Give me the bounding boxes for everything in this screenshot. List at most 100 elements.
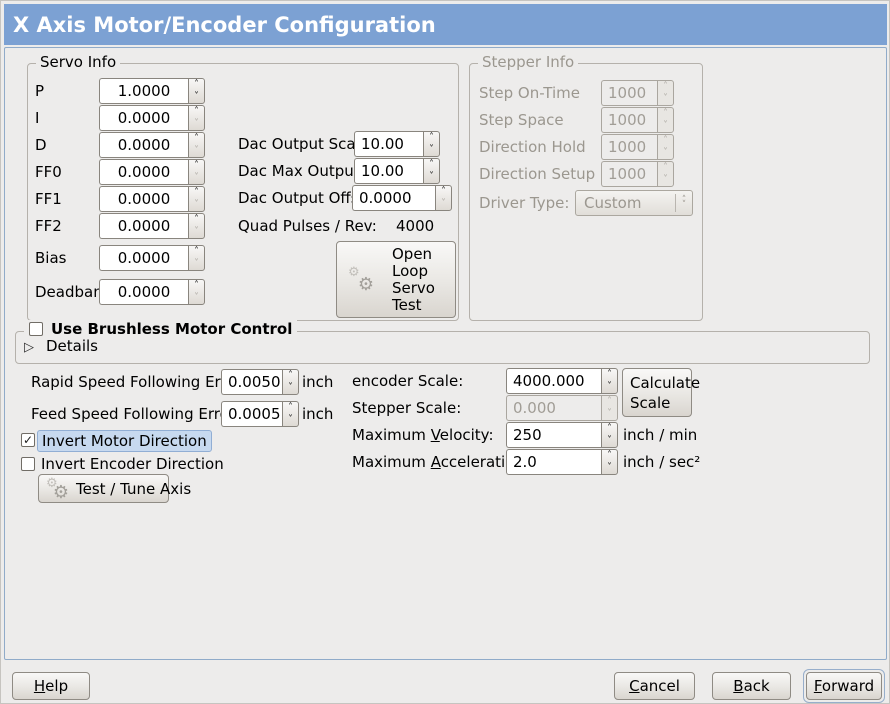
direction-setup-input: 1000 xyxy=(601,161,657,187)
encoder-scale-input[interactable]: 4000.000 xyxy=(506,368,601,394)
help-button-label: Help xyxy=(33,677,69,695)
chevron-down-icon: ˅ xyxy=(663,174,668,185)
maximum-velocity-unit: inch / min xyxy=(623,426,698,444)
chevron-up-icon: ˄ xyxy=(429,159,434,170)
chevron-up-icon: ˄ xyxy=(607,369,612,380)
chevron-up-icon: ˄ xyxy=(194,79,199,90)
deadband-input[interactable]: 0.0000 xyxy=(99,279,188,305)
direction-hold-label: Direction Hold xyxy=(479,138,586,156)
help-button[interactable]: Help xyxy=(12,672,90,700)
forward-button-label: Forward xyxy=(813,677,875,695)
dac-output-offset-input[interactable]: 0.0000 xyxy=(352,185,435,211)
stepper-scale-input: 0.000 xyxy=(506,395,601,421)
dac-max-output-spin-up[interactable]: ˄ xyxy=(424,159,439,171)
dac-output-scale-spinbox: 10.00˄˅ xyxy=(354,131,440,157)
d-spin-up[interactable]: ˄ xyxy=(189,133,204,145)
p-spin-up[interactable]: ˄ xyxy=(189,79,204,91)
step-on-time-spinbox: 1000˄˅ xyxy=(601,80,674,106)
ff1-input[interactable]: 0.0000 xyxy=(99,186,188,212)
maximum-acceleration-spin-up[interactable]: ˄ xyxy=(602,450,617,462)
feed-following-error-spin-down[interactable]: ˅ xyxy=(283,414,298,426)
maximum-acceleration-input[interactable]: 2.0 xyxy=(506,449,601,475)
feed-following-error-spin-buttons: ˄˅ xyxy=(282,401,299,427)
rapid-following-error-spin-buttons: ˄˅ xyxy=(282,369,299,395)
direction-hold-input: 1000 xyxy=(601,134,657,160)
feed-following-error-spin-up[interactable]: ˄ xyxy=(283,402,298,414)
chevron-up-icon: ˄ xyxy=(194,246,199,257)
step-on-time-input: 1000 xyxy=(601,80,657,106)
direction-hold-spinbox: 1000˄˅ xyxy=(601,134,674,160)
step-on-time-label: Step On-Time xyxy=(479,84,580,102)
use-brushless-checkbox[interactable] xyxy=(29,322,43,336)
invert-encoder-label[interactable]: Invert Encoder Direction xyxy=(41,455,224,473)
d-input[interactable]: 0.0000 xyxy=(99,132,188,158)
dac-output-scale-spin-up[interactable]: ˄ xyxy=(424,132,439,144)
ff2-spin-up[interactable]: ˄ xyxy=(189,214,204,226)
back-button-label: Back xyxy=(733,677,770,695)
invert-encoder-checkbox[interactable] xyxy=(21,457,35,471)
dac-output-offset-spin-up[interactable]: ˄ xyxy=(436,186,451,198)
test-tune-axis-button[interactable]: ⚙ ⚙ Test / Tune Axis xyxy=(38,474,191,503)
ff1-spinbox: 0.0000˄˅ xyxy=(99,186,205,212)
direction-setup-spinbox: 1000˄˅ xyxy=(601,161,674,187)
dac-output-offset-spin-down: ˅ xyxy=(436,198,451,210)
ff1-spin-up[interactable]: ˄ xyxy=(189,187,204,199)
stepper-scale-label: Stepper Scale: xyxy=(352,399,462,417)
rapid-following-error-input[interactable]: 0.0050 xyxy=(221,369,282,395)
driver-type-select: Custom ˄ ˅ xyxy=(575,190,693,216)
d-spin-down: ˅ xyxy=(189,145,204,157)
test-tune-axis-label: Test / Tune Axis xyxy=(76,479,192,498)
encoder-scale-spin-up[interactable]: ˄ xyxy=(602,369,617,381)
chevron-up-icon: ˄ xyxy=(663,162,668,173)
maximum-velocity-input[interactable]: 250 xyxy=(506,422,601,448)
details-expander-label[interactable]: Details xyxy=(46,337,99,355)
cancel-button[interactable]: Cancel xyxy=(614,672,695,700)
i-spin-up[interactable]: ˄ xyxy=(189,106,204,118)
encoder-scale-spin-down[interactable]: ˅ xyxy=(602,381,617,393)
calculate-scale-button[interactable]: Calculate Scale xyxy=(622,368,700,417)
invert-motor-label[interactable]: Invert Motor Direction xyxy=(37,430,212,452)
invert-motor-checkbox[interactable]: ✓ xyxy=(21,433,35,447)
feed-following-error-input[interactable]: 0.0005 xyxy=(221,401,282,427)
bias-spin-up[interactable]: ˄ xyxy=(189,246,204,258)
ff2-input[interactable]: 0.0000 xyxy=(99,213,188,239)
rapid-following-error-unit: inch xyxy=(302,373,334,391)
p-spin-down[interactable]: ˅ xyxy=(189,91,204,103)
dac-max-output-spin-down[interactable]: ˅ xyxy=(424,171,439,183)
maximum-velocity-spin-down[interactable]: ˅ xyxy=(602,435,617,447)
stepper-scale-spin-down: ˅ xyxy=(602,408,617,420)
ff0-spin-up[interactable]: ˄ xyxy=(189,160,204,172)
forward-button[interactable]: Forward xyxy=(806,672,882,700)
dac-output-scale-spin-down[interactable]: ˅ xyxy=(424,144,439,156)
details-expander-triangle-icon[interactable]: ▷ xyxy=(24,340,34,355)
step-on-time-spin-down: ˅ xyxy=(658,93,673,105)
step-space-label: Step Space xyxy=(479,111,564,129)
content-area xyxy=(4,47,887,660)
checkmark-icon: ✓ xyxy=(22,433,34,447)
maximum-acceleration-spin-down[interactable]: ˅ xyxy=(602,462,617,474)
open-loop-servo-test-button[interactable]: ⚙ ⚙ Open Loop Servo Test xyxy=(336,241,456,318)
bias-input[interactable]: 0.0000 xyxy=(99,245,188,271)
dac-output-scale-spin-buttons: ˄˅ xyxy=(423,131,440,157)
page-title: X Axis Motor/Encoder Configuration xyxy=(4,4,887,45)
i-spin-buttons: ˄˅ xyxy=(188,105,205,131)
dac-max-output-input[interactable]: 10.00 xyxy=(354,158,423,184)
step-space-spin-up: ˄ xyxy=(658,108,673,120)
chevron-down-icon: ˅ xyxy=(194,258,199,269)
chevron-down-icon: ˅ xyxy=(607,381,612,392)
rapid-following-error-spin-up[interactable]: ˄ xyxy=(283,370,298,382)
i-input[interactable]: 0.0000 xyxy=(99,105,188,131)
p-input[interactable]: 1.0000 xyxy=(99,78,188,104)
deadband-spin-up[interactable]: ˄ xyxy=(189,280,204,292)
stepper-scale-spin-up: ˄ xyxy=(602,396,617,408)
direction-setup-spin-buttons: ˄˅ xyxy=(657,161,674,187)
brushless-frame: Use Brushless Motor Control ▷ Details xyxy=(15,320,870,364)
bias-spin-buttons: ˄˅ xyxy=(188,245,205,271)
back-button[interactable]: Back xyxy=(712,672,791,700)
dac-output-scale-input[interactable]: 10.00 xyxy=(354,131,423,157)
rapid-following-error-spin-down[interactable]: ˅ xyxy=(283,382,298,394)
ff0-input[interactable]: 0.0000 xyxy=(99,159,188,185)
maximum-velocity-spin-up[interactable]: ˄ xyxy=(602,423,617,435)
ff2-spin-down: ˅ xyxy=(189,226,204,238)
bias-label: Bias xyxy=(35,249,67,267)
